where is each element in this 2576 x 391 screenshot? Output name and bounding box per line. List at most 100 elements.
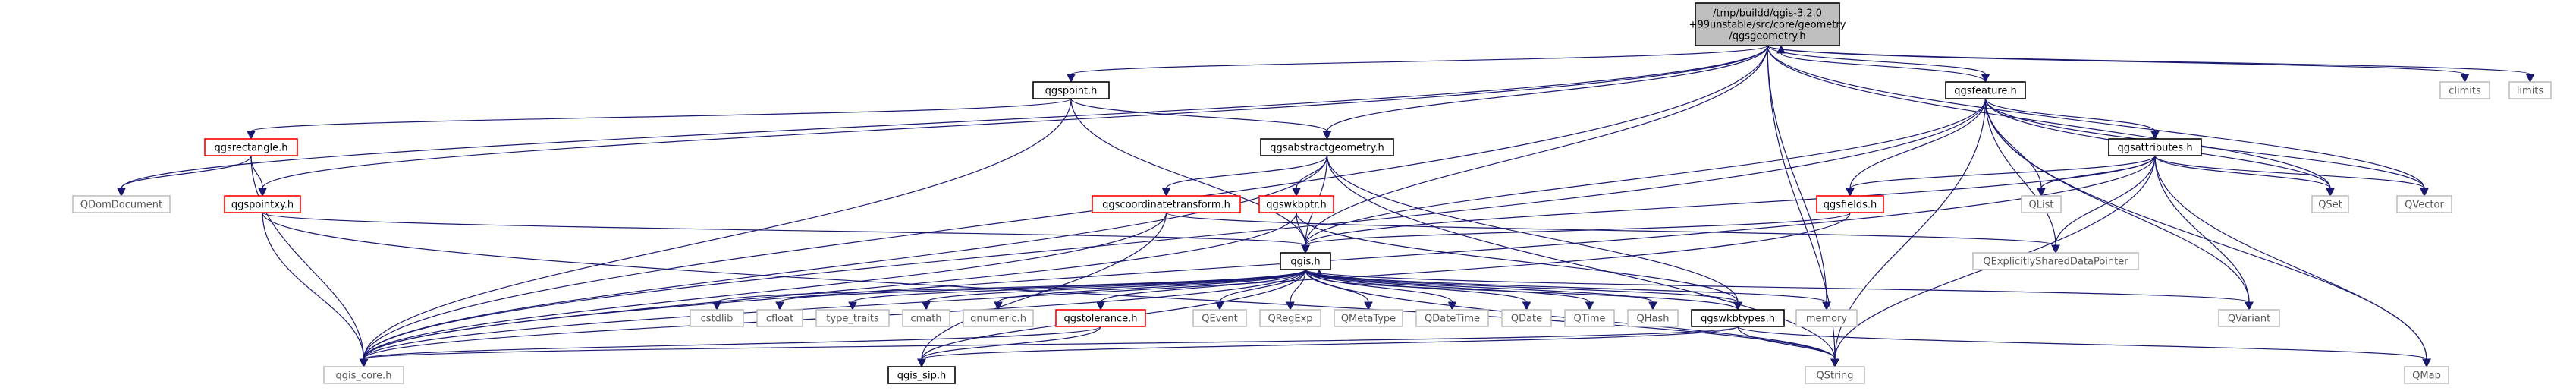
arrowhead-icon xyxy=(1301,244,1310,254)
node-qgspoint[interactable]: qgspoint.h xyxy=(1032,81,1110,99)
dependency-edge-qgsrectangle-to-qdomdocument xyxy=(117,155,252,197)
dependency-edge-qgswkbtypes-to-qgis_core xyxy=(359,326,1739,368)
dependency-edge-qgswkbtypes-to-qgis xyxy=(1315,268,1739,311)
edge-line xyxy=(262,45,1768,189)
node-box xyxy=(815,309,890,327)
arrowhead-icon xyxy=(1846,188,1855,197)
node-qgstolerance[interactable]: qgstolerance.h xyxy=(1055,309,1146,327)
node-label: /qgsgeometry.h xyxy=(1729,31,1805,43)
edge-line xyxy=(1984,98,2056,246)
node-label: QDomDocument xyxy=(80,200,162,211)
node-qgis_sip[interactable]: qgis_sip.h xyxy=(887,366,956,384)
edge-line xyxy=(262,212,1836,360)
node-label: +99unstable/src/core/geometry xyxy=(1689,20,1846,31)
edge-line xyxy=(262,212,1306,246)
dependency-edge-qgspointxy-to-qgis xyxy=(262,212,1310,254)
dependency-edge-qgis-to-qvariant xyxy=(1305,269,2254,311)
edge-line xyxy=(852,269,1306,303)
arrowhead-icon xyxy=(1286,301,1295,311)
edge-line xyxy=(1219,269,1306,303)
dependency-edge-qgsfeature-to-qgsfields xyxy=(1846,98,1987,197)
node-qgswkbptr[interactable]: qgswkbptr.h xyxy=(1258,195,1334,213)
edge-line xyxy=(1849,98,1987,189)
node-label: /tmp/buildd/qgis-3.2.0 xyxy=(1713,8,1822,20)
node-box xyxy=(2108,138,2202,156)
node-box xyxy=(2404,366,2449,384)
edge-line xyxy=(2040,155,2156,189)
node-qtime: QTime xyxy=(1564,309,1615,327)
arrowhead-icon xyxy=(712,301,721,311)
node-box xyxy=(690,309,744,327)
edge-line xyxy=(1984,98,2427,360)
edge-layer xyxy=(117,44,2535,368)
node-label: qgsabstractgeometry.h xyxy=(1270,143,1384,154)
edge-line xyxy=(1767,45,2531,75)
node-qgscoordinatetransform[interactable]: qgscoordinatetransform.h xyxy=(1092,195,1241,213)
arrowhead-icon xyxy=(2051,244,2060,254)
node-label: QTime xyxy=(1573,314,1605,325)
edge-line xyxy=(1780,52,1987,83)
dependency-edge-qgsgeometry-to-qgspoint xyxy=(1067,45,1768,84)
node-label: qgswkbptr.h xyxy=(1266,200,1327,211)
node-box xyxy=(756,309,803,327)
edge-line xyxy=(1305,269,1453,303)
node-qdatetime: QDateTime xyxy=(1415,309,1489,327)
dependency-edge-qgsabstractgeometry-to-qgscoordinatetransform xyxy=(1161,155,1328,197)
dependency-edge-qgis-to-cmath xyxy=(922,269,1306,311)
node-label: QHash xyxy=(1637,314,1670,325)
node-qvector: QVector xyxy=(2396,195,2452,213)
node-qgsgeometry[interactable]: /tmp/buildd/qgis-3.2.0+99unstable/src/co… xyxy=(1689,2,1846,46)
node-qgspointxy[interactable]: qgspointxy.h xyxy=(224,195,301,213)
edge-line xyxy=(921,212,1167,360)
edge-line xyxy=(1737,326,1836,360)
edge-line xyxy=(2154,155,2250,303)
node-box xyxy=(1092,195,1241,213)
dependency-edge-qgswkbtypes-to-qstring xyxy=(1737,326,1839,368)
dependency-edge-qgsabstractgeometry-to-qgis_core xyxy=(359,155,1328,368)
node-box xyxy=(2311,195,2349,213)
node-label: qgis_sip.h xyxy=(897,371,946,382)
edge-line xyxy=(363,98,1072,360)
edge-line xyxy=(250,155,365,360)
edge-line xyxy=(2154,155,2331,189)
node-qgsabstractgeometry[interactable]: qgsabstractgeometry.h xyxy=(1260,138,1394,156)
node-label: qgstolerance.h xyxy=(1063,314,1137,325)
edge-line xyxy=(1165,155,1328,189)
edge-line xyxy=(921,326,1101,360)
edge-line xyxy=(779,269,1306,303)
dependency-edge-qgscoordinatetransform-to-qexplicitly xyxy=(1165,212,2060,254)
node-qmap: QMap xyxy=(2404,366,2449,384)
dependency-edge-qgsattributes-to-qgis_core xyxy=(359,155,2156,368)
node-box xyxy=(204,138,298,156)
node-qgsrectangle[interactable]: qgsrectangle.h xyxy=(204,138,298,156)
node-box xyxy=(1280,252,1331,270)
node-box xyxy=(1805,366,1865,384)
node-cmath: cmath xyxy=(902,309,950,327)
edge-line xyxy=(1326,155,1739,303)
edge-line xyxy=(250,98,1072,132)
edge-line xyxy=(1767,45,2425,189)
node-qgis[interactable]: qgis.h xyxy=(1280,252,1331,270)
node-label: qgis_core.h xyxy=(336,371,392,382)
node-qgsattributes[interactable]: qgsattributes.h xyxy=(2108,138,2202,156)
arrowhead-icon xyxy=(1364,301,1373,311)
arrowhead-icon xyxy=(117,188,126,197)
arrowhead-icon xyxy=(2326,188,2335,197)
edge-line xyxy=(363,98,1987,360)
dependency-edge-qgsrectangle-to-qgspointxy xyxy=(250,155,267,197)
node-box xyxy=(2508,81,2552,99)
node-box xyxy=(323,366,404,384)
node-qgsfeature[interactable]: qgsfeature.h xyxy=(1945,81,2026,99)
dependency-edge-qgsattributes-to-qvector xyxy=(2154,155,2429,197)
node-box xyxy=(1691,309,1785,327)
node-qdomdocument: QDomDocument xyxy=(72,195,171,213)
arrowhead-icon xyxy=(1067,74,1076,84)
node-label: QRegExp xyxy=(1268,314,1312,325)
dependency-edge-qgspointxy-to-qgis_core xyxy=(262,212,369,368)
node-label: limits xyxy=(2517,86,2544,97)
node-qgswkbtypes[interactable]: qgswkbtypes.h xyxy=(1691,309,1785,327)
dependency-edge-qgis-to-qregexp xyxy=(1286,269,1306,311)
node-box xyxy=(1055,309,1146,327)
node-qgsfields[interactable]: qgsfields.h xyxy=(1816,195,1884,213)
